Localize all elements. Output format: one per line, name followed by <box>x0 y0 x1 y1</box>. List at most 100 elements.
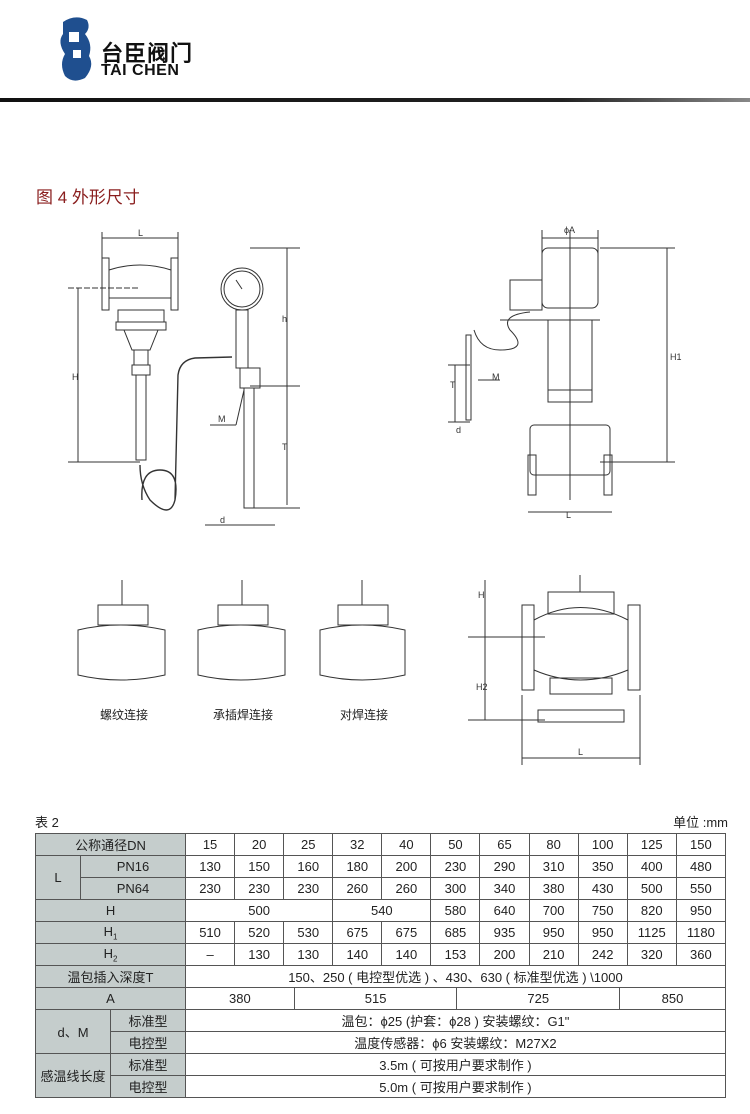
table-cell: 230 <box>283 877 334 900</box>
label-d: d <box>220 515 225 525</box>
header-standard: 标准型 <box>109 1009 187 1032</box>
table-cell: 130 <box>185 855 236 878</box>
table-cell: 820 <box>626 899 677 922</box>
header-T: 温包插入深度T <box>34 965 187 988</box>
table-cell: 950 <box>675 899 726 922</box>
table-cell: 750 <box>577 899 628 922</box>
label-T: T <box>282 442 288 452</box>
table-cell: 515 <box>295 988 458 1009</box>
table-cell: 200 <box>479 943 530 966</box>
table-cell: 温包：ϕ25 (护套：ϕ28 ) 安装螺纹：G1" <box>185 1009 726 1032</box>
table-cell: 125 <box>626 833 677 856</box>
table-caption: 表 2 <box>35 815 59 830</box>
table-cell: 5.0m ( 可按用户要求制作 ) <box>185 1075 726 1098</box>
table-cell: 540 <box>332 899 432 922</box>
header-electric: 电控型 <box>109 1075 187 1098</box>
unit-label: 单位 :mm <box>673 815 728 830</box>
label-text: H <box>103 945 113 961</box>
label-d-2: d <box>456 425 461 435</box>
table-cell: 260 <box>332 877 383 900</box>
table-cell: 150 <box>234 855 285 878</box>
header-pn64: PN64 <box>79 877 187 900</box>
label-M: M <box>218 414 226 424</box>
table-cell: 685 <box>430 921 481 944</box>
pressure-valve-drawing <box>468 575 641 765</box>
table-cell: – <box>185 943 236 966</box>
table-cell: 50 <box>430 833 481 856</box>
company-logo: 台臣阀门 TAI CHEN <box>55 14 205 84</box>
table-cell: 200 <box>381 855 432 878</box>
label-subscript: 2 <box>112 954 118 964</box>
table-cell: 40 <box>381 833 432 856</box>
table-cell: 15 <box>185 833 236 856</box>
header-H: H <box>34 899 187 922</box>
table-cell: 520 <box>234 921 285 944</box>
table-cell: 320 <box>626 943 677 966</box>
table-cell: 260 <box>381 877 432 900</box>
header-H2: H2 <box>34 943 187 966</box>
table-cell: 640 <box>479 899 530 922</box>
table-cell: 935 <box>479 921 530 944</box>
header-line-length: 感温线长度 <box>35 1053 111 1098</box>
table-cell: 530 <box>283 921 334 944</box>
table-cell: 1125 <box>626 921 677 944</box>
table-cell: 580 <box>430 899 481 922</box>
table-cell: 80 <box>528 833 579 856</box>
table-cell: 400 <box>626 855 677 878</box>
self-operated-valve-drawing <box>68 232 233 511</box>
table-cell: 32 <box>332 833 383 856</box>
table-cell: 230 <box>234 877 285 900</box>
table-cell: 675 <box>332 921 383 944</box>
table-cell: 100 <box>577 833 628 856</box>
table-cell: 725 <box>457 988 621 1009</box>
label-phiA: ϕA <box>564 225 575 235</box>
caption-socket-weld: 承插焊连接 <box>213 708 274 722</box>
table-cell: 950 <box>577 921 628 944</box>
caption-threaded: 螺纹连接 <box>100 708 149 722</box>
table-cell: 130 <box>283 943 334 966</box>
table-cell: 180 <box>332 855 383 878</box>
table-cell: 140 <box>332 943 383 966</box>
label-L-2: L <box>566 510 571 520</box>
logo-emblem-icon <box>60 17 92 81</box>
label-L: L <box>138 228 143 238</box>
table-cell: 温度传感器：ϕ6 安装螺纹：M27X2 <box>185 1031 726 1054</box>
header-A: A <box>34 987 187 1010</box>
electric-valve-drawing <box>448 230 675 513</box>
label-T-2: T <box>450 380 456 390</box>
table-cell: 130 <box>234 943 285 966</box>
table-cell: 310 <box>528 855 579 878</box>
table-cell: 20 <box>234 833 285 856</box>
label-M-2: M <box>492 372 500 382</box>
table-cell: 65 <box>479 833 530 856</box>
logo-text-en: TAI CHEN <box>101 62 180 79</box>
table-cell: 150、250 ( 电控型优选 ) 、430、630 ( 标准型优选 ) \10… <box>185 965 726 988</box>
caption-butt-weld: 对焊连接 <box>340 708 389 722</box>
label-H2: H2 <box>476 682 488 692</box>
table-cell: 700 <box>528 899 579 922</box>
table-cell: 430 <box>577 877 628 900</box>
table-cell: 850 <box>661 991 684 1006</box>
logo-text-cn: 台臣阀门 <box>101 41 194 66</box>
header-dM: d、M <box>35 1009 111 1054</box>
label-h: h <box>282 314 287 324</box>
header-H1: H1 <box>34 921 187 944</box>
header-pn16: PN16 <box>79 855 187 878</box>
table-cell: 500 <box>626 877 677 900</box>
table-cell: 380 <box>186 988 295 1009</box>
header-L: L <box>35 855 81 900</box>
table-cell: 510 <box>185 921 236 944</box>
table-cell: 230 <box>430 855 481 878</box>
table-cell: 210 <box>528 943 579 966</box>
table-cell: 360 <box>675 943 726 966</box>
dimension-drawings: L H h T M d ϕA H1 T M d L H H2 L <box>68 225 682 765</box>
table-cell: 340 <box>479 877 530 900</box>
header-electric: 电控型 <box>109 1031 187 1054</box>
